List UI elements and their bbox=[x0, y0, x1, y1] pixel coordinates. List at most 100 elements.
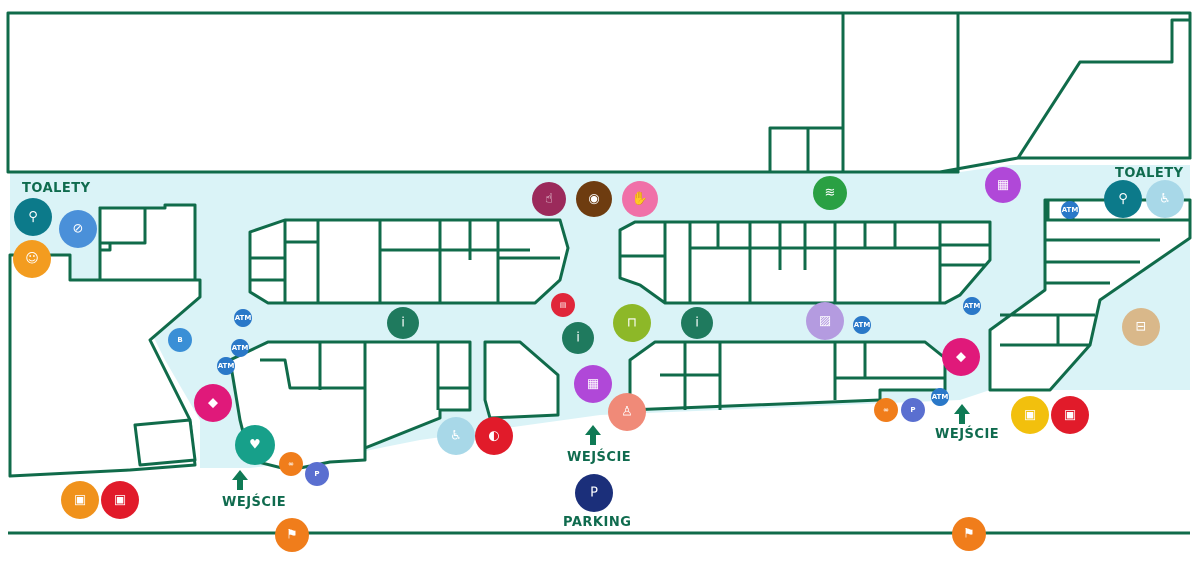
bike-parking-right-glyph: P bbox=[910, 406, 915, 414]
parking-icon[interactable]: P bbox=[575, 474, 613, 512]
highchair-icon[interactable]: ⊓ bbox=[613, 304, 651, 342]
seating-icon[interactable]: ♙ bbox=[608, 393, 646, 431]
atm-6-marker[interactable] bbox=[1061, 201, 1079, 219]
wheelchair-center-marker[interactable] bbox=[437, 417, 475, 455]
parking-marker[interactable] bbox=[575, 474, 613, 512]
atm-5-marker[interactable] bbox=[963, 297, 981, 315]
no-smoking-icon[interactable]: ⊘ bbox=[59, 210, 97, 248]
bus-right-marker[interactable] bbox=[952, 517, 986, 551]
taxi-marker[interactable] bbox=[1122, 308, 1160, 346]
atm-icon[interactable]: ATM bbox=[234, 309, 252, 327]
info-right-marker[interactable] bbox=[681, 307, 713, 339]
atm-4-marker[interactable] bbox=[853, 316, 871, 334]
stroller-marker[interactable] bbox=[475, 417, 513, 455]
atm-icon[interactable]: ATM bbox=[231, 339, 249, 357]
bus-left-glyph: ⚑ bbox=[286, 528, 298, 543]
wheelchair-icon[interactable]: ♿ bbox=[1146, 180, 1184, 218]
touch-glyph: ☝ bbox=[545, 192, 553, 207]
bicycle-icon[interactable]: ∞ bbox=[279, 452, 303, 476]
bus-stop-icon[interactable]: ⚑ bbox=[275, 518, 309, 552]
atm-7-marker[interactable] bbox=[931, 388, 949, 406]
bitcoin-icon[interactable]: B bbox=[168, 328, 192, 352]
bitcoin-glyph: B bbox=[177, 336, 182, 344]
taxi-icon[interactable]: ⊟ bbox=[1122, 308, 1160, 346]
lockers-icon[interactable]: ▦ bbox=[985, 167, 1021, 203]
car-icon[interactable]: ◆ bbox=[942, 338, 980, 376]
printer-marker[interactable] bbox=[551, 293, 575, 317]
touch-marker[interactable] bbox=[532, 182, 566, 216]
baby-change-left-marker[interactable] bbox=[14, 198, 52, 236]
bike-parking-icon[interactable]: P bbox=[901, 398, 925, 422]
parcel-right-1-marker[interactable] bbox=[1011, 396, 1049, 434]
info-left-marker[interactable] bbox=[387, 307, 419, 339]
wifi-marker[interactable] bbox=[813, 176, 847, 210]
bike-right-marker[interactable] bbox=[874, 398, 898, 422]
atm-3-marker[interactable] bbox=[217, 357, 235, 375]
baby-change-right-marker[interactable] bbox=[1104, 180, 1142, 218]
gallery-marker[interactable] bbox=[806, 302, 844, 340]
parking-label: PARKING bbox=[563, 515, 631, 530]
baby-changing-icon[interactable]: ⚲ bbox=[1104, 180, 1142, 218]
baby-change-right-glyph: ⚲ bbox=[1118, 192, 1128, 207]
printer-icon[interactable]: ▤ bbox=[551, 293, 575, 317]
atm-icon[interactable]: ATM bbox=[963, 297, 981, 315]
touch-icon[interactable]: ☝ bbox=[532, 182, 566, 216]
parcel-icon[interactable]: ▣ bbox=[61, 481, 99, 519]
highchair-marker[interactable] bbox=[613, 304, 651, 342]
info-desk-icon[interactable]: i bbox=[681, 307, 713, 339]
dog-icon[interactable]: ♥ bbox=[235, 425, 275, 465]
no-smoking-marker[interactable] bbox=[59, 210, 97, 248]
atm-icon[interactable]: ATM bbox=[1061, 201, 1079, 219]
car-icon[interactable]: ◆ bbox=[194, 384, 232, 422]
entrance-label-left: WEJŚCIE bbox=[222, 494, 286, 510]
bike-left-marker[interactable] bbox=[279, 452, 303, 476]
taxi-glyph: ⊟ bbox=[1136, 320, 1147, 335]
parcel-icon[interactable]: ▣ bbox=[1051, 396, 1089, 434]
parcel-left-1-glyph: ▣ bbox=[74, 493, 86, 508]
atm-1-glyph: ATM bbox=[235, 314, 252, 322]
bike-parking-icon[interactable]: P bbox=[305, 462, 329, 486]
atm-icon[interactable]: ATM bbox=[931, 388, 949, 406]
hand-marker[interactable] bbox=[622, 181, 658, 217]
atm-icon[interactable]: ATM bbox=[853, 316, 871, 334]
pickup-right-marker[interactable] bbox=[942, 338, 980, 376]
lockers-icon[interactable]: ▦ bbox=[574, 365, 612, 403]
parcel-icon[interactable]: ▣ bbox=[101, 481, 139, 519]
pickup-left-marker[interactable] bbox=[194, 384, 232, 422]
atm-icon[interactable]: ATM bbox=[217, 357, 235, 375]
parcel-right-2-marker[interactable] bbox=[1051, 396, 1089, 434]
image-icon[interactable]: ▨ bbox=[806, 302, 844, 340]
baby-changing-icon[interactable]: ⚲ bbox=[14, 198, 52, 236]
info-center-marker[interactable] bbox=[562, 322, 594, 354]
bicycle-icon[interactable]: ∞ bbox=[874, 398, 898, 422]
parcel-right-2-glyph: ▣ bbox=[1064, 408, 1076, 423]
atm-2-marker[interactable] bbox=[231, 339, 249, 357]
hand-icon[interactable]: ✋ bbox=[622, 181, 658, 217]
bus-stop-icon[interactable]: ⚑ bbox=[952, 517, 986, 551]
kids-play-left-marker[interactable] bbox=[13, 240, 51, 278]
info-desk-icon[interactable]: i bbox=[562, 322, 594, 354]
wifi-icon[interactable]: ≋ bbox=[813, 176, 847, 210]
bitcoin-marker[interactable] bbox=[168, 328, 192, 352]
bike-parking-right-marker[interactable] bbox=[901, 398, 925, 422]
bus-left-marker[interactable] bbox=[275, 518, 309, 552]
lockers-center-marker[interactable] bbox=[574, 365, 612, 403]
seating-glyph: ♙ bbox=[621, 405, 633, 420]
seating-marker[interactable] bbox=[608, 393, 646, 431]
parcel-left-2-marker[interactable] bbox=[101, 481, 139, 519]
stroller-icon[interactable]: ◐ bbox=[475, 417, 513, 455]
parcel-icon[interactable]: ▣ bbox=[1011, 396, 1049, 434]
parcel-left-1-marker[interactable] bbox=[61, 481, 99, 519]
parking-glyph: P bbox=[590, 486, 598, 501]
child-play-icon[interactable]: ☺ bbox=[13, 240, 51, 278]
pet-friendly-marker[interactable] bbox=[235, 425, 275, 465]
pets-marker[interactable] bbox=[576, 181, 612, 217]
atm-1-marker[interactable] bbox=[234, 309, 252, 327]
wheelchair-right-marker[interactable] bbox=[1146, 180, 1184, 218]
bike-parking-left-marker[interactable] bbox=[305, 462, 329, 486]
lockers-right-marker[interactable] bbox=[985, 167, 1021, 203]
toilets-label-right: TOALETY bbox=[1115, 166, 1184, 181]
wheelchair-icon[interactable]: ♿ bbox=[437, 417, 475, 455]
info-desk-icon[interactable]: i bbox=[387, 307, 419, 339]
pets-icon[interactable]: ◉ bbox=[576, 181, 612, 217]
